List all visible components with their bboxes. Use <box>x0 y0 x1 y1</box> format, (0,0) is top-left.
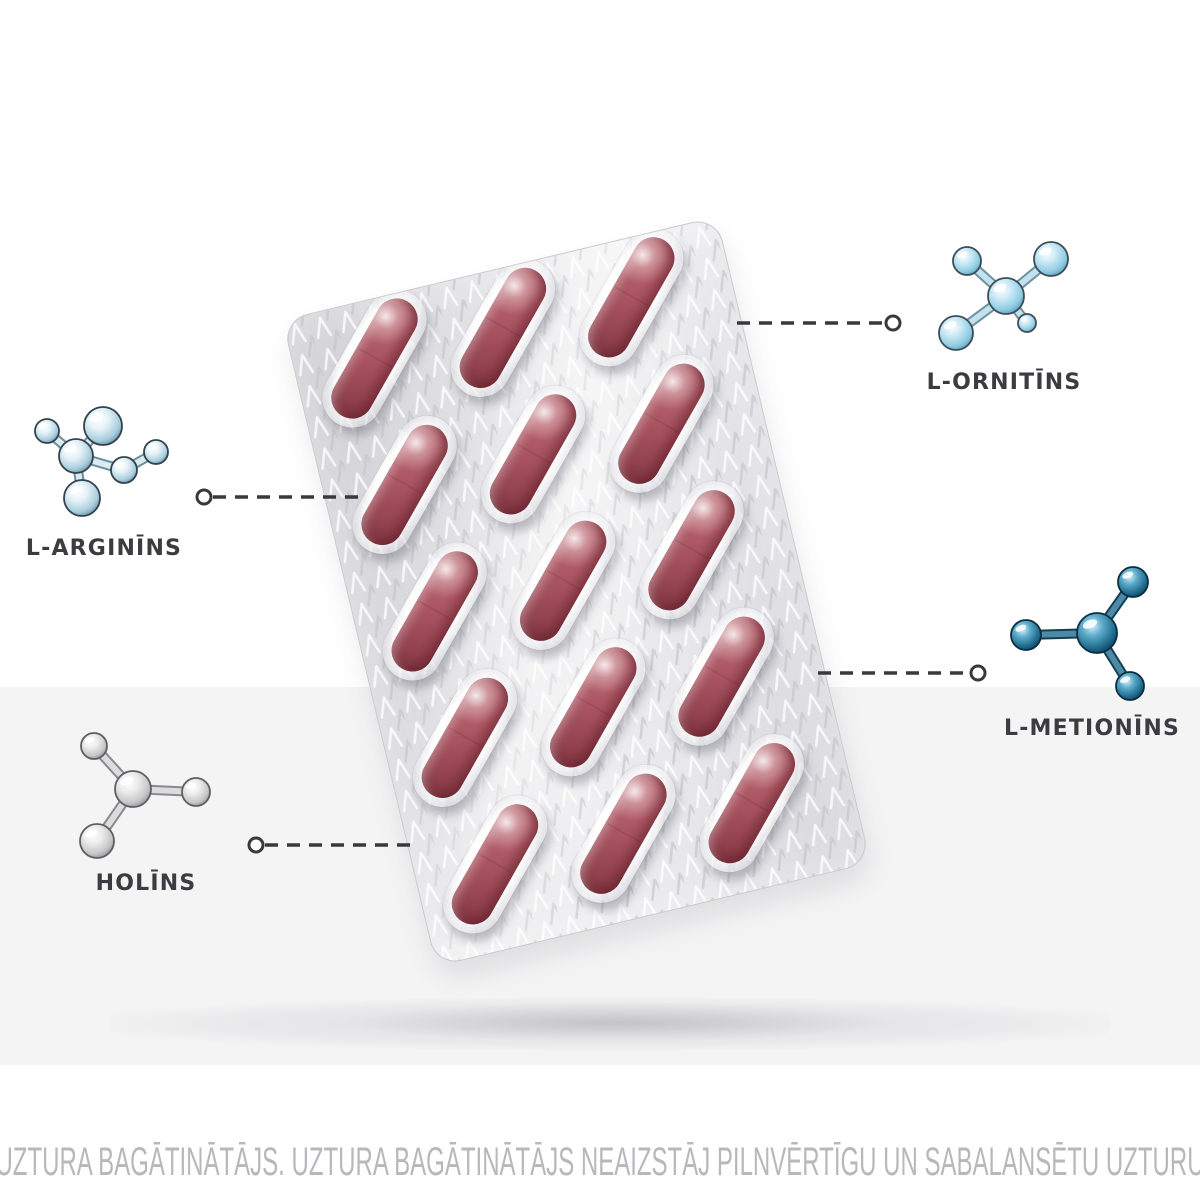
molecule-light-blue-icon <box>938 241 1069 351</box>
label-l-arginins: L-ARGINĪNS <box>25 536 183 561</box>
connector-dot-l-arginins <box>195 488 213 506</box>
connector-dot-l-ornitins <box>884 314 902 332</box>
pack-floor-shadow <box>110 998 1110 1050</box>
label-l-ornitins: L-ORNITĪNS <box>926 370 1082 395</box>
label-holins: HOLĪNS <box>95 871 197 896</box>
connector-dot-holins <box>247 836 265 854</box>
disclaimer-text: UZTURA BAGĀTINĀTĀJS. UZTURA BAGĀTINĀTĀJS… <box>0 1140 1200 1184</box>
label-l-metionins: L-METIONĪNS <box>1003 716 1181 741</box>
molecule-gray-icon <box>79 732 211 859</box>
blister-pack <box>281 215 871 967</box>
molecule-dark-teal-icon <box>1010 566 1149 701</box>
molecule-glass-blue-icon <box>34 406 169 517</box>
connector-dot-l-metionins <box>969 664 987 682</box>
pack-floor-shadow-core <box>340 1002 900 1042</box>
